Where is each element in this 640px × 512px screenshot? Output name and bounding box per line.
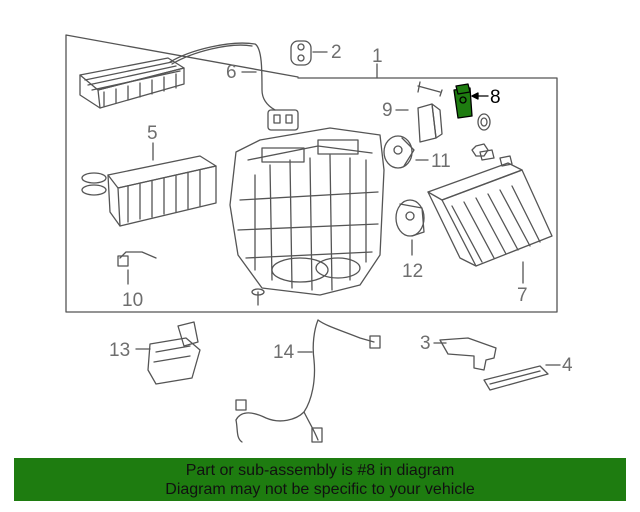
banner-line-1: Part or sub-assembly is #8 in diagram xyxy=(185,462,455,479)
part-10-sensor xyxy=(117,251,157,267)
part-5-heater-core xyxy=(81,155,217,227)
callout-5: 5 xyxy=(147,123,158,144)
nut xyxy=(471,143,489,157)
callout-12: 12 xyxy=(402,261,423,282)
callout-4: 4 xyxy=(562,355,573,376)
part-7-evaporator xyxy=(427,149,553,267)
part-2-gasket xyxy=(290,40,312,66)
part-14-harness xyxy=(235,319,381,443)
callout-9: 9 xyxy=(382,100,393,121)
parts-diagram: 1 2 3 4 5 6 7 8 9 10 11 12 13 14 xyxy=(65,34,573,443)
assembly-frame xyxy=(65,34,558,313)
part-11-actuator xyxy=(383,135,415,169)
part-8-expansion-valve xyxy=(453,83,491,131)
callout-3: 3 xyxy=(420,333,431,354)
part-9-bracket xyxy=(417,103,443,143)
part-13-module xyxy=(147,321,201,385)
callout-2: 2 xyxy=(331,42,342,63)
info-banner: Part or sub-assembly is #8 in diagram Di… xyxy=(14,458,626,501)
part-4-panel xyxy=(483,365,549,391)
hvac-case xyxy=(229,127,385,306)
callout-1: 1 xyxy=(372,46,383,67)
banner-line-2: Diagram may not be specific to your vehi… xyxy=(165,481,475,498)
callout-10: 10 xyxy=(122,290,143,311)
part-6-harness xyxy=(169,42,299,131)
bolt xyxy=(417,81,443,97)
callout-6: 6 xyxy=(226,62,237,83)
part-3-duct xyxy=(439,337,497,371)
part-12-actuator xyxy=(395,199,425,237)
heater-unit-top xyxy=(79,57,185,109)
callout-14: 14 xyxy=(273,342,295,363)
callout-7: 7 xyxy=(517,285,528,306)
leader-8-arrow xyxy=(471,92,479,100)
callout-8: 8 xyxy=(490,87,501,108)
callout-11: 11 xyxy=(431,151,451,172)
callout-13: 13 xyxy=(109,340,130,361)
